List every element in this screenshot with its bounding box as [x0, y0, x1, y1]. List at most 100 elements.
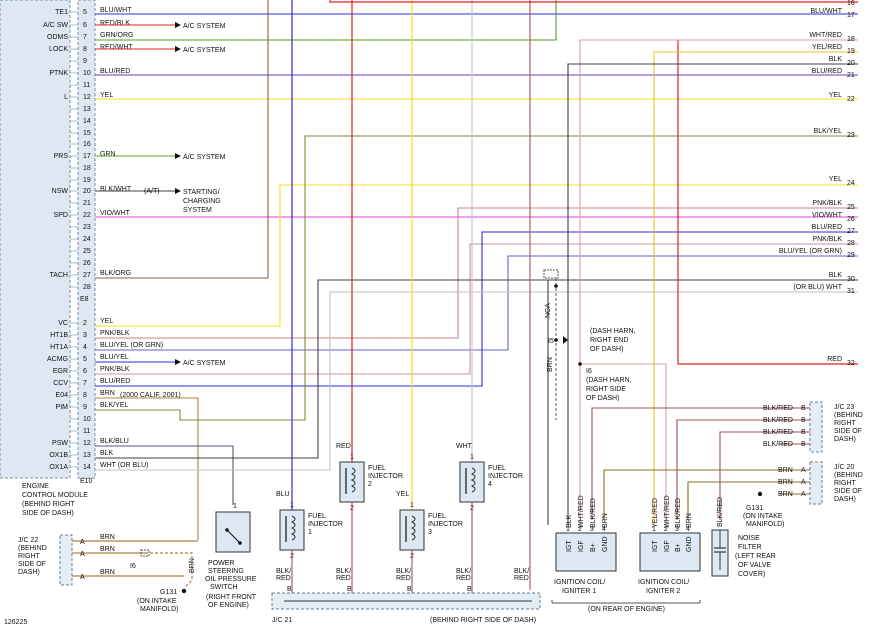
jc20-wire-label: BRN	[778, 467, 793, 474]
noise-filter-wire: BLK/RED	[717, 497, 724, 527]
ps-switch: 1 POWER STEERING OIL PRESSURE SWITCH (RI…	[205, 503, 257, 609]
ecm-pin-label: A/C SW	[43, 22, 68, 29]
i5-note: (DASH HARN,	[590, 328, 636, 335]
right-wire-label: VIO/WHT	[812, 212, 843, 219]
pin-number: 4	[602, 526, 606, 533]
jc23-name: RIGHT	[834, 420, 857, 427]
injector-out-label: RED	[336, 575, 351, 582]
pin-number: 1	[410, 502, 414, 509]
connector-e8-label: E8	[80, 296, 89, 303]
arrow-icon	[175, 22, 181, 28]
jc21-location: (BEHIND RIGHT SIDE OF DASH)	[430, 617, 536, 624]
pin-number: 3	[675, 526, 679, 533]
switch-contact	[238, 541, 242, 545]
coil-pin-label: B+	[590, 543, 597, 552]
coil-pin-label: IGT	[652, 540, 659, 552]
g131-location: (ON INTAKE	[137, 598, 177, 605]
coil-pin-label: B+	[675, 543, 682, 552]
ecm-pin-number: 20	[83, 188, 91, 195]
injector-out-label: RED	[276, 575, 291, 582]
right-wire-number: 30	[847, 276, 855, 283]
ecm-pin-label: PTNK	[49, 70, 68, 77]
brn-label: BRN	[547, 357, 554, 372]
coil-wire-label: BRN	[602, 513, 609, 528]
ecm-pin-number: 6	[83, 368, 87, 375]
ecm-pin-label: E04	[56, 392, 69, 399]
i6-note: OF DASH)	[586, 395, 619, 402]
ps-switch-label: OF ENGINE)	[208, 602, 249, 609]
jc22-i6-dashed	[145, 552, 193, 589]
jc20-name: SIDE OF	[834, 488, 862, 495]
coil-wire-label: BLK	[566, 514, 573, 528]
arrow-icon	[563, 336, 568, 344]
right-wire-label: WHT/RED	[809, 32, 842, 39]
jc23-wire	[676, 419, 810, 520]
injector-title: INJECTOR	[488, 473, 523, 480]
wire-blk-org	[95, 0, 269, 279]
ecm-pin-wire: PNK/BLK	[100, 366, 130, 373]
ignition-coils: IGTBLK1IGFWHT/RED2B+BLK/RED3GNDBRN4IGNIT…	[554, 495, 701, 595]
jc23-pin: B	[801, 429, 806, 436]
ecm-pin-number: 27	[83, 272, 91, 279]
ecm-pin-wire: RED/WHT	[100, 44, 133, 51]
right-wire-number: 17	[847, 12, 855, 19]
jc23-junction: BLK/RED BLK/RED BLK/RED BLK/RED B B B B …	[591, 401, 863, 520]
injector-title: INJECTOR	[308, 521, 343, 528]
coil-title: IGNITION COIL/	[638, 579, 689, 586]
ps-switch-box	[215, 511, 251, 553]
coil-icon	[350, 467, 356, 493]
dash-harness-junction: NCA BRN I5 (DASH HARN, RIGHT END OF DASH…	[543, 269, 636, 420]
right-wire-number: 26	[847, 216, 855, 223]
jc21-pin: B	[467, 586, 472, 593]
ecm-pin-label: ODMS	[47, 34, 68, 41]
jc22-pin: A	[80, 551, 85, 558]
ecm-pin-label: NSW	[52, 188, 69, 195]
ecm-pin-label: ACMG	[47, 356, 68, 363]
ecm-box	[0, 0, 71, 479]
right-wire-label: BLU/RED	[812, 224, 842, 231]
e04-note: (2000 CALIF, 2001)	[120, 392, 181, 399]
ecm-pin-wire: BLU/RED	[100, 68, 130, 75]
jc21-pin: B	[347, 586, 352, 593]
g131b-location: MANIFOLD)	[746, 521, 785, 528]
ecm-pin-number: 17	[83, 153, 91, 160]
coil-title: IGNITER 2	[646, 588, 680, 595]
ps-switch-label: STEERING	[208, 568, 244, 575]
ecm-caption: ENGINE CONTROL MODULE (BEHIND RIGHT SIDE…	[22, 483, 88, 517]
ecm-pin-number: 3	[83, 332, 87, 339]
ecm-pin-number: 15	[83, 130, 91, 137]
coil-wire-label: WHT/RED	[578, 495, 585, 528]
wire-wht-red-coil2	[580, 363, 667, 525]
right-wire-number: 31	[847, 288, 855, 295]
right-wire-label: RED	[827, 356, 842, 363]
jc21-pin: B	[287, 586, 292, 593]
right-wire-number: 32	[847, 360, 855, 367]
jc22-box	[59, 534, 73, 586]
ignition-coil-2: IGTYEL/RED1IGFWHT/RED2B+BLK/RED3GNDBRN4I…	[638, 495, 701, 595]
ecm-pin-number: 10	[83, 416, 91, 423]
ecm-pin-number: 13	[83, 106, 91, 113]
splice-dot	[554, 338, 558, 342]
ecm-pin-number: 23	[83, 224, 91, 231]
ecm-pin-label: LOCK	[49, 46, 68, 53]
pin-number: 2	[664, 526, 668, 533]
noise-filter-label: (LEFT REAR	[735, 553, 776, 560]
ecm-pin-label: EGR	[53, 368, 68, 375]
injector-title: FUEL	[308, 513, 326, 520]
ecm-pin-number: 7	[83, 34, 87, 41]
right-wire-number: 22	[847, 96, 855, 103]
jc21-junction: J/C 21 (BEHIND RIGHT SIDE OF DASH)	[271, 592, 541, 624]
coil-location: (ON REAR OF ENGINE)	[588, 606, 665, 613]
ecm-pin-label: VC	[58, 320, 68, 327]
ecm-pin-number: 7	[83, 380, 87, 387]
ecm-pin-number: 9	[83, 404, 87, 411]
jc22-pin: A	[80, 574, 85, 581]
ecm-pin-number: 2	[83, 320, 87, 327]
injector-body	[339, 461, 365, 503]
g131-location: MANIFOLD)	[140, 606, 179, 613]
ecm-pin-wire: BLU/RED	[100, 378, 130, 385]
arrow-icon	[175, 46, 181, 52]
jc23-box	[809, 401, 823, 453]
jc21-name: J/C 21	[272, 617, 292, 624]
